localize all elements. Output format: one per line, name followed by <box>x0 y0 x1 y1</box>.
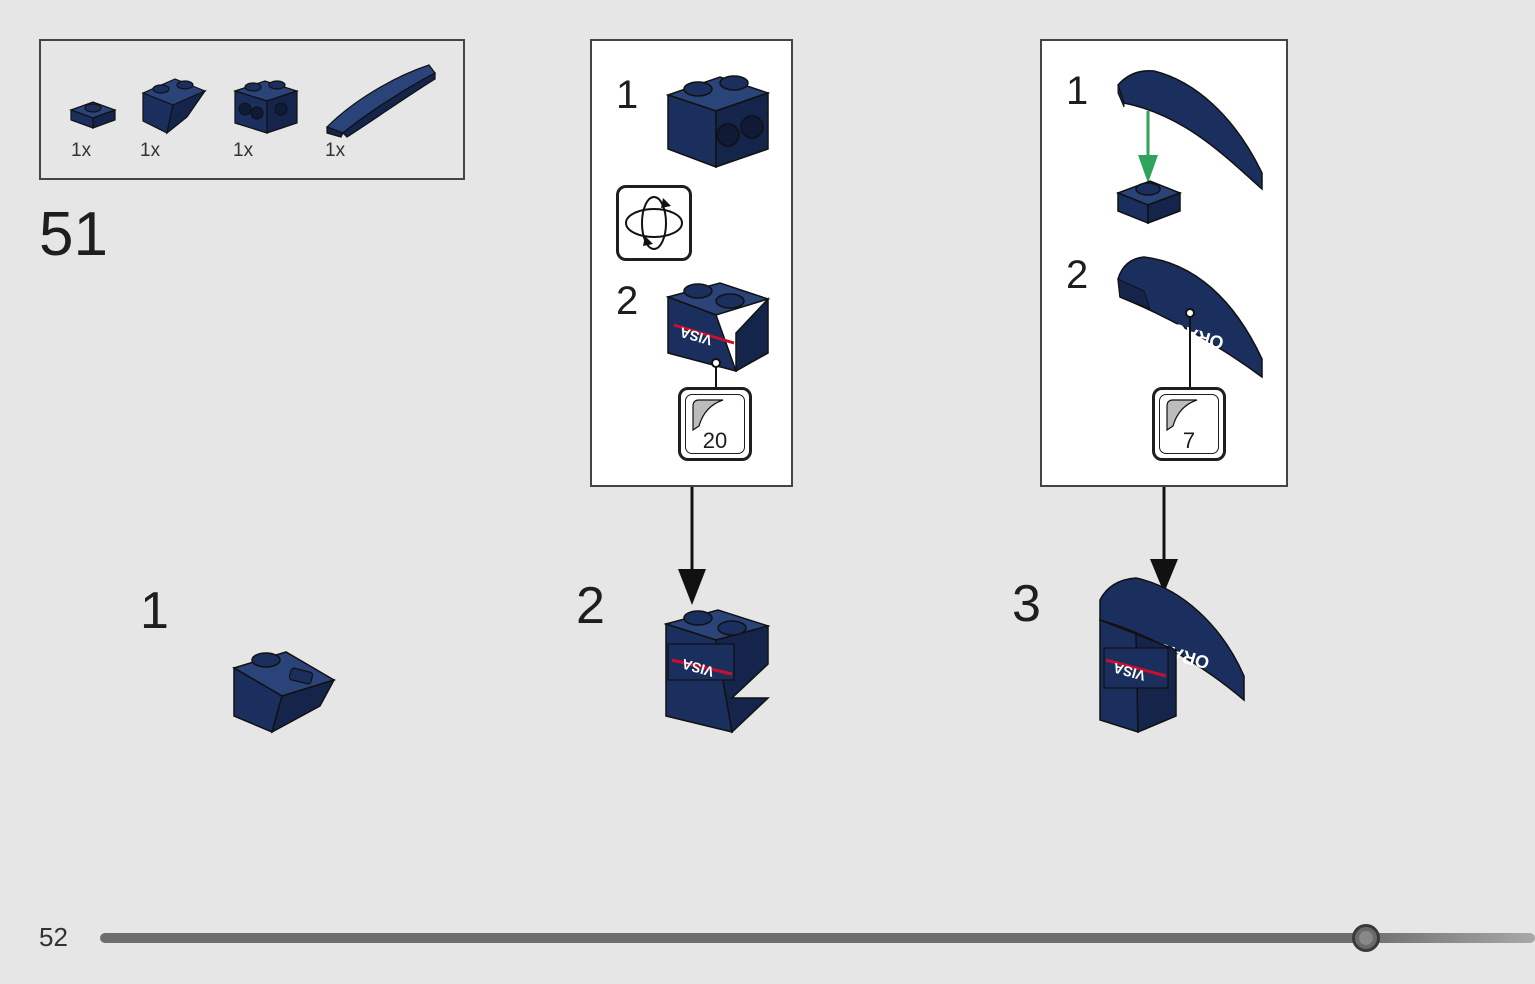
rotate-model-icon <box>616 185 692 261</box>
callout-plate-icon <box>1115 180 1183 225</box>
substep-label: 2 <box>576 577 605 635</box>
callout-brick-icon <box>665 75 771 169</box>
page-progress-bar[interactable] <box>100 933 1535 943</box>
sticker-number: 7 <box>1182 428 1196 453</box>
part-curved-slope-icon <box>325 64 436 138</box>
callout-box-1: 1 2 VISA 20 <box>590 39 793 487</box>
sticker-number: 20 <box>702 428 728 453</box>
callout-oracle-slope-icon: ORACLE <box>1117 256 1263 387</box>
sticker-badge: 7 <box>1152 387 1226 461</box>
arrow-down-icon <box>1150 487 1178 593</box>
part-qty: 1x <box>325 140 346 161</box>
page-number: 52 <box>39 922 68 952</box>
callout-step-label: 1 <box>1066 69 1089 113</box>
arrow-green-icon <box>1138 111 1158 183</box>
callout-curved-slope-icon <box>1117 70 1263 191</box>
part-qty: 1x <box>140 140 161 161</box>
step-number: 51 <box>39 200 108 269</box>
callout-step-label: 2 <box>616 279 639 323</box>
model-step-1-icon <box>232 651 336 734</box>
model-step-2-icon: VISA <box>663 609 771 734</box>
arrow-down-icon <box>678 487 706 605</box>
part-brick-side-studs-icon <box>233 80 299 134</box>
progress-slider-knob[interactable] <box>1352 924 1380 952</box>
substep-label: 3 <box>1012 575 1041 633</box>
callout-step-label: 1 <box>616 73 639 117</box>
callout-visa-brick-icon: VISA <box>665 282 771 387</box>
part-slope-icon <box>141 78 207 135</box>
part-qty: 1x <box>233 140 254 161</box>
callout-box-2: 1 2 ORACLE 7 <box>1040 39 1288 487</box>
substep-label: 1 <box>140 582 169 640</box>
sticker-badge: 20 <box>678 387 752 461</box>
callout-step-label: 2 <box>1066 253 1089 297</box>
model-step-3-icon: ORACLE VISA <box>1099 577 1245 734</box>
part-qty: 1x <box>71 140 92 161</box>
parts-list-box: 1x 1x 1x 1x <box>39 39 465 180</box>
part-plate-1x1-icon <box>69 101 117 129</box>
